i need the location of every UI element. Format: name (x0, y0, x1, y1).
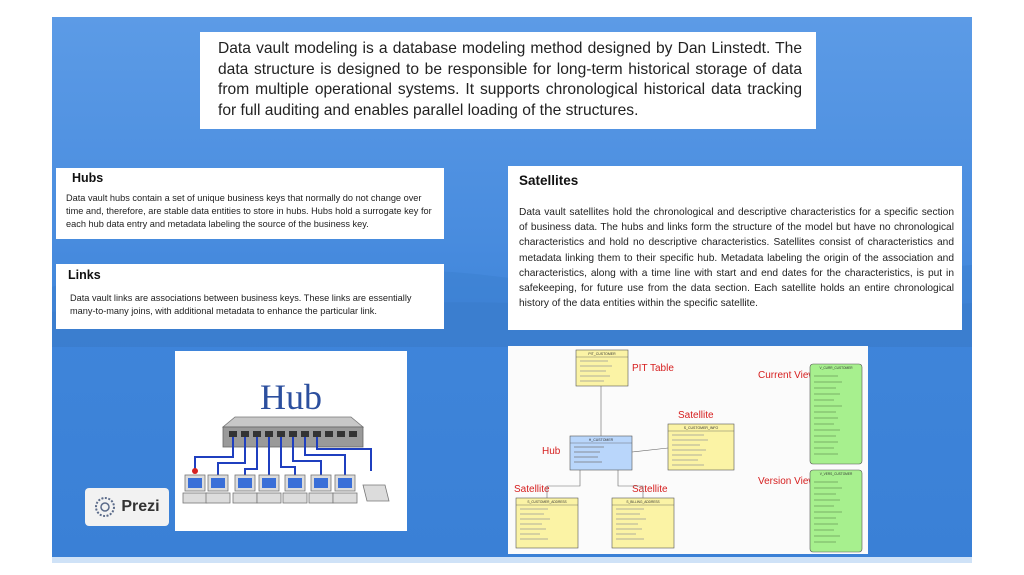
intro-text: Data vault modeling is a database modeli… (218, 40, 802, 119)
satellite-customer-address-name: S_CUSTOMER_ADDRESS (527, 500, 566, 504)
hub-image: Hub (175, 351, 407, 531)
satellites-body: Data vault satellites hold the chronolog… (519, 207, 954, 310)
hubs-body: Data vault hubs contain a set of unique … (66, 193, 432, 229)
hubs-title: Hubs (72, 171, 104, 185)
version-view-table: V_VERS_CUSTOMER (809, 469, 863, 553)
links-title: Links (68, 268, 101, 282)
pit-table-label: PIT Table (632, 363, 674, 374)
version-view-name: V_VERS_CUSTOMER (820, 472, 853, 476)
satellite-billing-address: S_BILLING_ADDRESS (611, 497, 675, 549)
links-box: Links Data vault links are associations … (56, 264, 444, 329)
satellites-box: Satellites Data vault satellites hold th… (508, 166, 962, 330)
version-view-label: Version View (758, 476, 816, 487)
pit-table: PIT_CUSTOMER (575, 349, 629, 387)
progress-bar (52, 557, 972, 563)
hubs-box: Hubs Data vault hubs contain a set of un… (56, 168, 444, 239)
diagram-connectors (546, 386, 669, 498)
satellite-info-name: S_CUSTOMER_INFO (684, 426, 719, 430)
prezi-label: Prezi (121, 498, 160, 515)
links-body: Data vault links are associations betwee… (70, 293, 412, 316)
prezi-icon (95, 497, 116, 517)
satellite-label-right: Satellite (678, 410, 714, 421)
hub-network-illustration: Hub (182, 377, 390, 504)
switch-ports (229, 431, 357, 437)
current-view-label: Current View (758, 370, 816, 381)
slide-canvas: Data vault modeling is a database modeli… (52, 17, 972, 563)
current-view-table: V_CURR_CUSTOMER (809, 363, 863, 465)
satellite-billing-address-name: S_BILLING_ADDRESS (626, 500, 659, 504)
satellite-customer-address: S_CUSTOMER_ADDRESS (515, 497, 579, 549)
satellite-label-left: Satellite (514, 484, 550, 495)
hub-image-label: Hub (260, 377, 322, 417)
satellite-label-middle: Satellite (632, 484, 668, 495)
data-vault-diagram-svg: PIT_CUSTOMER PIT Table H_CUSTOMER Hub S_… (514, 349, 863, 553)
intro-text-box: Data vault modeling is a database modeli… (200, 32, 816, 129)
hub-table-name: H_CUSTOMER (589, 438, 614, 442)
data-vault-diagram: PIT_CUSTOMER PIT Table H_CUSTOMER Hub S_… (508, 346, 868, 554)
current-view-name: V_CURR_CUSTOMER (819, 366, 853, 370)
hub-table: H_CUSTOMER (569, 435, 633, 471)
satellites-title: Satellites (519, 173, 579, 188)
prezi-logo[interactable]: Prezi (85, 488, 169, 526)
satellite-customer-info: S_CUSTOMER_INFO (667, 423, 735, 471)
hub-label: Hub (542, 446, 561, 457)
pit-table-name: PIT_CUSTOMER (588, 352, 616, 356)
